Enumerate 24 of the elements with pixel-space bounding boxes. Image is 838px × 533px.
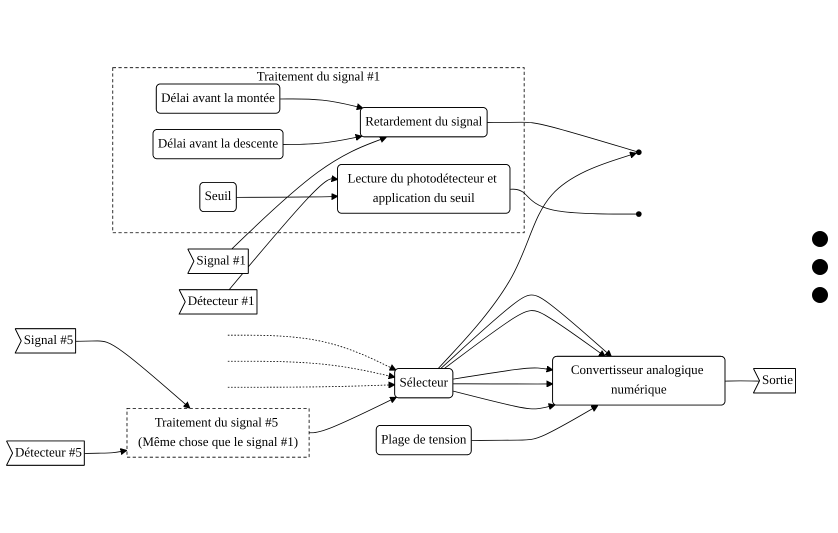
arrow <box>228 175 338 290</box>
arrow <box>230 136 387 250</box>
arrow <box>471 405 598 441</box>
arrow <box>84 448 128 456</box>
arrow <box>440 294 612 370</box>
arrow <box>76 340 190 409</box>
arrow <box>452 390 556 410</box>
arrow <box>437 152 637 370</box>
connector <box>510 188 637 214</box>
node-circle <box>636 211 642 217</box>
arrow <box>227 360 396 380</box>
connector <box>487 122 637 152</box>
node-circle <box>636 149 642 156</box>
arrow <box>227 334 397 371</box>
arrow <box>283 134 362 145</box>
node-box: Traitement du signal #5 (Même chose que le signal #1) <box>126 408 310 458</box>
arrow <box>452 380 554 388</box>
connector <box>724 380 760 382</box>
arrow <box>452 365 554 380</box>
arrow <box>280 98 364 110</box>
arrow <box>236 193 338 200</box>
arrow <box>308 396 397 434</box>
arrow <box>443 310 606 370</box>
arrow <box>227 381 396 389</box>
